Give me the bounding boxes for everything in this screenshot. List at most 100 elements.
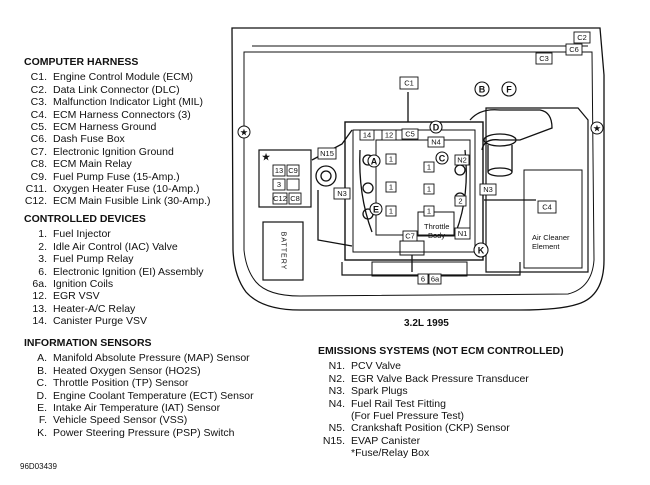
c7-box: [402, 230, 418, 242]
legend-item-code: C.: [36, 377, 48, 390]
legend-item-text: EGR VSV: [53, 290, 100, 303]
c7-label: C7: [405, 232, 415, 241]
legend-item-text: Vehicle Speed Sensor (VSS): [53, 414, 188, 427]
sensor-c-label: C: [439, 154, 446, 164]
box-1: [385, 205, 397, 217]
cylinder-marker: [454, 164, 466, 176]
legend-item-code: 1.: [38, 228, 47, 241]
legend-item-code: E.: [37, 402, 47, 415]
legend-item-text: Data Link Connector (DLC): [53, 83, 180, 96]
sensor-c-marker: [435, 151, 449, 165]
sensor-d-label: D: [433, 123, 440, 133]
legend-item: N1.PCV Valve: [318, 360, 564, 372]
legend-item-code: 2.: [38, 240, 47, 253]
label-12: 12: [385, 131, 393, 140]
information-sensors-legend: INFORMATION SENSORS A.Manifold Absolute …: [24, 337, 254, 439]
legend-item-text: Malfunction Indicator Light (MIL): [53, 96, 203, 109]
legend-item-text: Heated Oxygen Sensor (HO2S): [53, 364, 201, 377]
legend-item-code: K.: [37, 426, 47, 439]
legend-item-text: Electronic Ignition Ground: [53, 145, 174, 158]
legend-item-code: 12.: [32, 290, 47, 303]
n15-label: N15: [320, 149, 334, 158]
engine-bay-outline: [231, 27, 605, 311]
legend-item: 12. EGR VSV: [24, 290, 204, 302]
label-6a: 6a: [431, 275, 440, 284]
label-6: 6: [421, 275, 425, 284]
sensor-e-label: E: [373, 205, 379, 215]
air-cleaner-box: [523, 169, 583, 269]
legend-item-text: Fuel Pump Fuse (15-Amp.): [53, 170, 180, 183]
intake-duct: [469, 109, 553, 151]
legend-item-text: *Fuse/Relay Box: [351, 447, 430, 460]
c12-num-label: 3: [277, 180, 281, 189]
intake-duct-bottom: [487, 167, 513, 177]
n2-box: [454, 154, 470, 166]
legend-item: B.Heated Oxygen Sensor (HO2S): [24, 365, 254, 377]
injector-label: 1: [427, 207, 431, 216]
computer-harness-legend: COMPUTER HARNESS C1.Engine Control Modul…: [24, 56, 211, 208]
c2-label: C2: [577, 33, 587, 42]
c4-box: [537, 200, 557, 214]
legend-item-code: 6a.: [32, 278, 47, 291]
fuse-box-star-icon: ★: [262, 152, 271, 162]
legend-item-text: Engine Control Module (ECM): [53, 71, 194, 84]
legend-item: C5.ECM Harness Ground: [24, 121, 211, 133]
legend-item-code: C11.: [25, 183, 47, 196]
legend-item-text: Canister Purge VSV: [53, 315, 147, 328]
c5-box: [401, 128, 419, 140]
c3-box: [535, 52, 553, 65]
c6-box: [565, 43, 583, 56]
n1-box: [454, 227, 471, 240]
legend-item: K.Power Steering Pressure (PSP) Switch: [24, 427, 254, 439]
n3-left-box: [333, 187, 351, 200]
label-14: 14: [363, 131, 371, 140]
harness-line-low: [317, 190, 353, 247]
engine-bay-inner-line: [243, 51, 595, 297]
legend-item-code: C7.: [30, 145, 47, 158]
legend-item: C3.Malfunction Indicator Light (MIL): [24, 96, 211, 108]
legend-item-text: ECM Harness Ground: [53, 121, 157, 134]
battery-outline: [262, 221, 304, 281]
legend-item: N4.Fuel Rail Test Fitting: [318, 398, 564, 410]
legend-item-text: Engine Coolant Temperature (ECT) Sensor: [53, 389, 254, 402]
ignition-module-shape: [315, 165, 337, 187]
legend-item-text: ECM Main Fusible Link (30-Amp.): [53, 195, 211, 208]
legend-item: C8.ECM Main Relay: [24, 158, 211, 170]
lower-engine-outline: [341, 262, 521, 276]
sensor-f-label: F: [506, 85, 512, 95]
injector-label: 1: [427, 185, 431, 194]
legend-item: 14.Canister Purge VSV: [24, 315, 204, 327]
legend-item: C11.Oxygen Heater Fuse (10-Amp.): [24, 183, 211, 195]
legend-item-text: Idle Air Control (IAC) Valve: [53, 240, 178, 253]
legend-item-text: EVAP Canister: [351, 434, 421, 447]
n1-label: N1: [458, 229, 468, 238]
legend-item: (For Fuel Pressure Test): [318, 410, 564, 422]
legend-item: *Fuse/Relay Box: [318, 447, 564, 459]
legend-item-text: Ignition Coils: [53, 278, 114, 291]
legend-item: 6.Electronic Ignition (EI) Assembly: [24, 266, 203, 278]
sensor-b-label: B: [479, 85, 486, 95]
sensor-d-marker: [429, 120, 443, 134]
n4-label: N4: [431, 138, 441, 147]
throttle-body-outline: [417, 211, 455, 237]
legend-item: 6a. Ignition Coils: [24, 278, 204, 290]
body-fastener-right: [590, 121, 604, 135]
box-1: [423, 205, 435, 217]
computer-harness-list: C1.Engine Control Module (ECM)C2. Data Li…: [24, 71, 211, 207]
document-id: 96D03439: [20, 462, 57, 471]
box-12: [381, 129, 397, 141]
legend-item: C1.Engine Control Module (ECM): [24, 71, 211, 83]
sensor-a-label: A: [371, 157, 378, 167]
n3-right-label: N3: [483, 185, 493, 194]
legend-item-code: C2.: [30, 83, 47, 96]
sensor-b-marker: [474, 81, 490, 97]
legend-item-text: Dash Fuse Box: [53, 133, 125, 146]
legend-item: A.Manifold Absolute Pressure (MAP) Senso…: [24, 352, 254, 364]
throttle-body-label-2: Body: [428, 231, 445, 240]
legend-item: F. Vehicle Speed Sensor (VSS): [24, 414, 254, 426]
star-icon: ★: [593, 124, 601, 133]
n4-box: [427, 136, 445, 148]
legend-item-code: N5.: [328, 422, 345, 435]
legend-item-code: F.: [38, 414, 47, 427]
